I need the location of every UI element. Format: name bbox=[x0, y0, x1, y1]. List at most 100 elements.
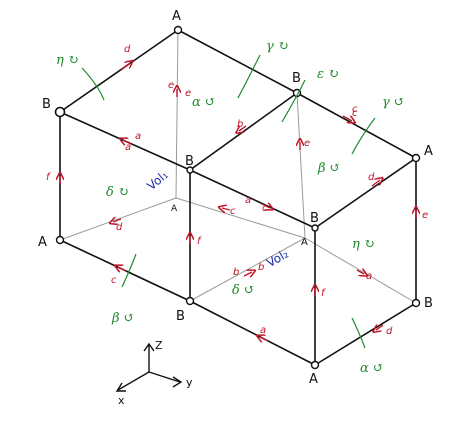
leader-eta-top bbox=[81, 67, 105, 101]
edge-label: a bbox=[125, 142, 131, 153]
edge-label: c bbox=[111, 275, 117, 286]
vertex-label: A bbox=[172, 9, 181, 24]
arrow-a-left bbox=[123, 140, 132, 144]
arrow-d-hidden-left bbox=[113, 219, 122, 222]
arrow-b-hidden bbox=[243, 272, 252, 276]
hidden-edges bbox=[59, 29, 417, 304]
edge-label: c bbox=[352, 108, 358, 119]
edge-label: c bbox=[262, 203, 268, 214]
z-axis-label: Z bbox=[155, 339, 163, 352]
vertex-front-bottom bbox=[310, 360, 320, 370]
leader-epsilon bbox=[281, 79, 306, 123]
vertex-top-back bbox=[173, 25, 183, 35]
z-arrowhead bbox=[143, 342, 155, 352]
leader-gamma-right bbox=[351, 117, 376, 155]
vertex-right-top bbox=[411, 153, 421, 163]
edge-label: a bbox=[366, 271, 372, 282]
vertex-left-bottom bbox=[55, 235, 65, 245]
x-arrowhead bbox=[115, 382, 126, 392]
vertex-label: B bbox=[176, 309, 185, 324]
vertex-label: B bbox=[424, 296, 433, 311]
arrow-b-mid bbox=[239, 126, 247, 131]
arrow-a-bottom bbox=[260, 337, 269, 341]
edge-label: b bbox=[233, 267, 239, 278]
hidden-edge-back-to-mid bbox=[175, 197, 306, 239]
hidden-edge-back-to-left bbox=[59, 197, 177, 241]
leader-alpha-bottom bbox=[351, 317, 366, 349]
edge-label: d bbox=[124, 44, 131, 55]
glue-label: α ↺ bbox=[192, 95, 216, 110]
edge-label: a bbox=[245, 195, 251, 206]
arrow-c-hidden bbox=[222, 208, 231, 210]
arrow-a-hidden bbox=[356, 270, 364, 274]
volume-label-2: Vol₂ bbox=[264, 246, 291, 270]
hidden-edge-top-back-vertical bbox=[175, 29, 179, 199]
vertex-center-bottom bbox=[185, 296, 195, 306]
vertex-label: A bbox=[301, 237, 308, 248]
edge-top-right bbox=[177, 29, 298, 94]
edge-label: e bbox=[168, 80, 174, 91]
glue-label: η ↻ bbox=[56, 53, 79, 68]
edge-label: b bbox=[258, 262, 264, 273]
glue-label: γ ↺ bbox=[382, 95, 405, 110]
edge-label: d bbox=[368, 172, 375, 183]
arrow-c-bottom-left bbox=[118, 267, 127, 271]
edge-label: a bbox=[260, 325, 266, 336]
edge-label: a bbox=[135, 131, 141, 142]
vertex-label: A bbox=[38, 235, 47, 250]
vertex-label: A bbox=[309, 372, 318, 387]
y-axis bbox=[148, 371, 181, 383]
vertex-label: B bbox=[42, 97, 51, 112]
leader-beta-left bbox=[121, 253, 137, 288]
volume-label-1: Vol₁ bbox=[144, 168, 171, 193]
vertex-center bbox=[186, 166, 194, 174]
edge-top-left bbox=[59, 29, 179, 113]
glue-labels: η ↻ γ ↻ ε ↻ γ ↺ α ↺ β ↺ δ ↻ η ↻ δ ↺ β ↺ … bbox=[56, 39, 405, 376]
edge-bottom-right bbox=[314, 302, 417, 366]
arrow-c-top-right bbox=[342, 116, 352, 121]
vertex-label: B bbox=[185, 154, 194, 169]
vertex-front-top bbox=[311, 224, 319, 232]
edge-label: e bbox=[422, 210, 428, 221]
coordinate-axes bbox=[115, 342, 183, 392]
edge-mid-top-right bbox=[296, 92, 417, 159]
arrow-d-right bbox=[371, 180, 380, 187]
vertex-label: A bbox=[424, 144, 433, 159]
edge-arrows bbox=[60, 63, 416, 341]
arrow-d-top-left bbox=[120, 63, 130, 71]
vertex-labels: A B B B A A A B B B A A bbox=[38, 9, 433, 387]
glue-label: η ↻ bbox=[352, 237, 375, 252]
hidden-edge-mid-vertical bbox=[296, 92, 306, 239]
vertex-right-bottom bbox=[411, 298, 421, 308]
edge-center-to-front-top bbox=[189, 169, 316, 229]
edge-label: c bbox=[352, 104, 358, 115]
vertex-label: B bbox=[310, 211, 319, 226]
glue-label: β ↺ bbox=[317, 161, 341, 176]
glue-label: δ ↻ bbox=[106, 185, 129, 200]
edge-front-top-to-right bbox=[314, 157, 417, 229]
edge-bottom-front bbox=[189, 300, 316, 366]
glue-label: γ ↻ bbox=[266, 39, 289, 54]
edge-label: e bbox=[304, 138, 310, 149]
arrow-d-bottom bbox=[376, 325, 384, 330]
edge-label: c bbox=[230, 206, 236, 217]
y-arrowhead bbox=[172, 376, 183, 388]
vertex-top-left bbox=[54, 106, 66, 118]
x-axis-label: x bbox=[118, 394, 125, 407]
edge-label: f bbox=[46, 172, 51, 183]
glue-label: ε ↻ bbox=[317, 67, 339, 82]
edge-label: f bbox=[197, 236, 202, 247]
edge-labels: d c a e a b e c f d c e a b f c f d b a … bbox=[46, 44, 428, 337]
leader-gamma-top bbox=[237, 54, 261, 99]
y-axis-label: y bbox=[186, 376, 193, 389]
glue-label: δ ↺ bbox=[232, 283, 255, 298]
vertex-label: B bbox=[292, 71, 301, 86]
edge-label: e bbox=[185, 88, 191, 99]
arrow-c-front bbox=[261, 204, 270, 208]
glue-leaders bbox=[81, 54, 376, 349]
edge-label: d bbox=[116, 222, 123, 233]
edge-label: b bbox=[237, 119, 243, 130]
x-axis bbox=[117, 371, 150, 391]
edge-label: f bbox=[321, 288, 326, 299]
